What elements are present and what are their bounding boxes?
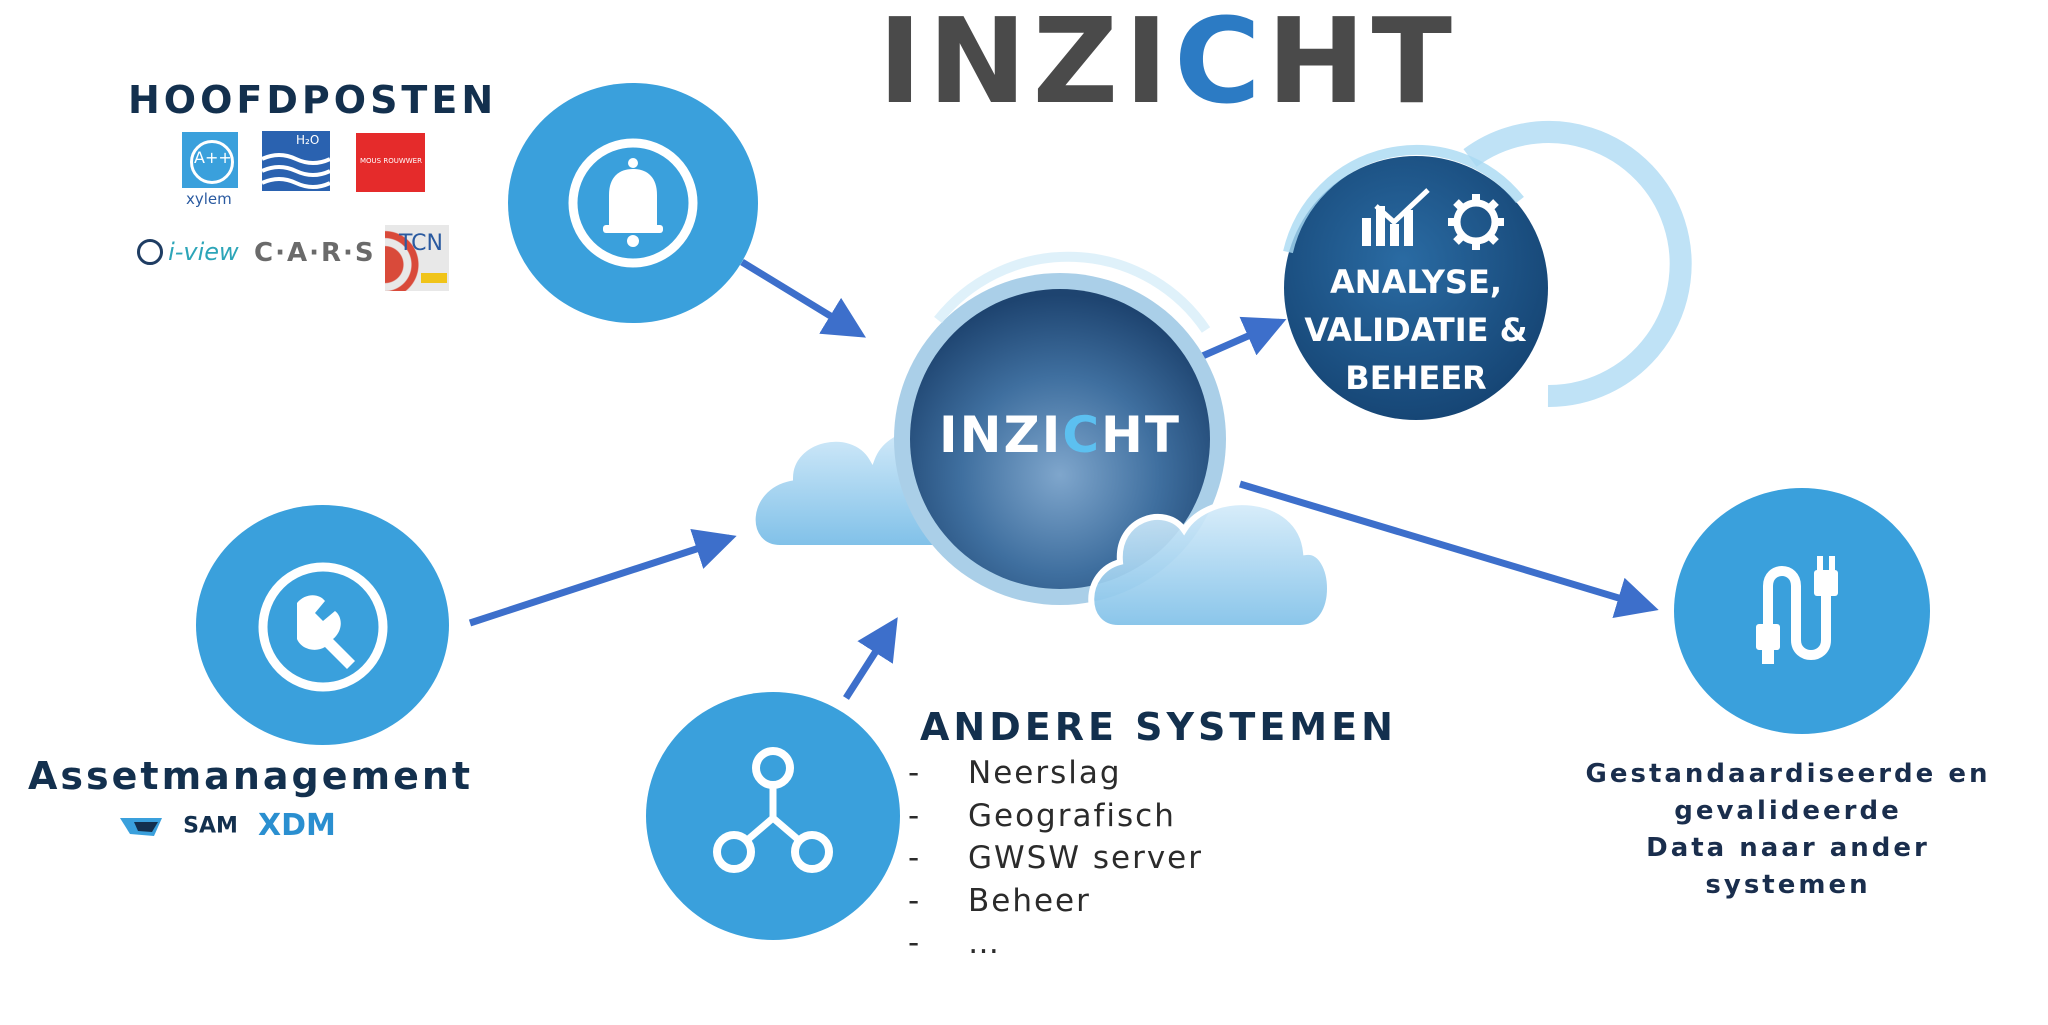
output-line-2: gevalideerde — [1674, 796, 1902, 826]
andere-systemen-list: -Neerslag -Geografisch -GWSW server -Beh… — [908, 752, 1203, 965]
sam-wing-icon — [120, 818, 162, 836]
list-item: -Geografisch — [908, 797, 1176, 834]
cloud-right — [1088, 499, 1333, 631]
list-item: -… — [908, 925, 1001, 961]
output-label: Gestandaardiseerde en gevalideerde Data … — [1568, 756, 2008, 904]
h2o-logo: H₂O — [262, 131, 330, 191]
asset-circle — [196, 505, 449, 745]
arrow-center-to-analyse — [1196, 316, 1287, 362]
andere-systemen-heading: ANDERE SYSTEMEN — [920, 705, 1397, 749]
xylem-logo: A++ xylem — [180, 132, 240, 212]
mous-logo: MOUS ROUWWER — [356, 133, 425, 192]
iview-mark-icon — [137, 239, 163, 265]
list-item: -Beheer — [908, 882, 1091, 919]
xylem-wordmark: xylem — [186, 190, 232, 208]
list-item: -GWSW server — [908, 840, 1203, 876]
output-line-3: Data naar ander systemen — [1646, 833, 1930, 900]
sam-logo: SAM — [118, 812, 238, 840]
output-line-1: Gestandaardiseerde en — [1585, 759, 1991, 789]
arrow-alarm-to-center — [740, 259, 866, 338]
analyse-badge — [1283, 121, 1692, 420]
assetmanagement-heading: Assetmanagement — [28, 754, 474, 798]
list-item: -Neerslag — [908, 755, 1122, 791]
arrow-center-to-output — [1238, 480, 1659, 619]
center-title: INZICHT — [939, 406, 1181, 464]
page-title: INZICHT — [878, 0, 1458, 130]
analyse-line-2: VALIDATIE & — [1304, 311, 1528, 349]
arrow-asset-to-center — [468, 528, 737, 627]
systems-circle — [646, 692, 900, 940]
tcn-logo: TCN — [385, 225, 449, 291]
network-nodes-icon — [713, 747, 833, 873]
cable-connector-icon — [1756, 556, 1838, 664]
analyse-line-3: BEHEER — [1345, 359, 1487, 397]
xylem-mark: A++ — [194, 148, 232, 167]
bell-icon — [568, 138, 698, 268]
hoofdposten-heading: HOOFDPOSTEN — [128, 78, 498, 122]
alarm-circle — [508, 83, 758, 323]
iview-logo: i-view — [137, 238, 239, 274]
analyse-label: ANALYSE, VALIDATIE & BEHEER — [1296, 258, 1536, 402]
output-circle — [1674, 488, 1930, 734]
wrench-icon — [258, 562, 388, 692]
analyse-line-1: ANALYSE, — [1330, 263, 1502, 301]
chart-gear-icon — [1362, 188, 1504, 250]
cars-logo: C·A·R·S — [254, 238, 376, 268]
arrow-systems-to-center — [843, 617, 898, 700]
xdm-logo: XDM — [258, 808, 336, 843]
